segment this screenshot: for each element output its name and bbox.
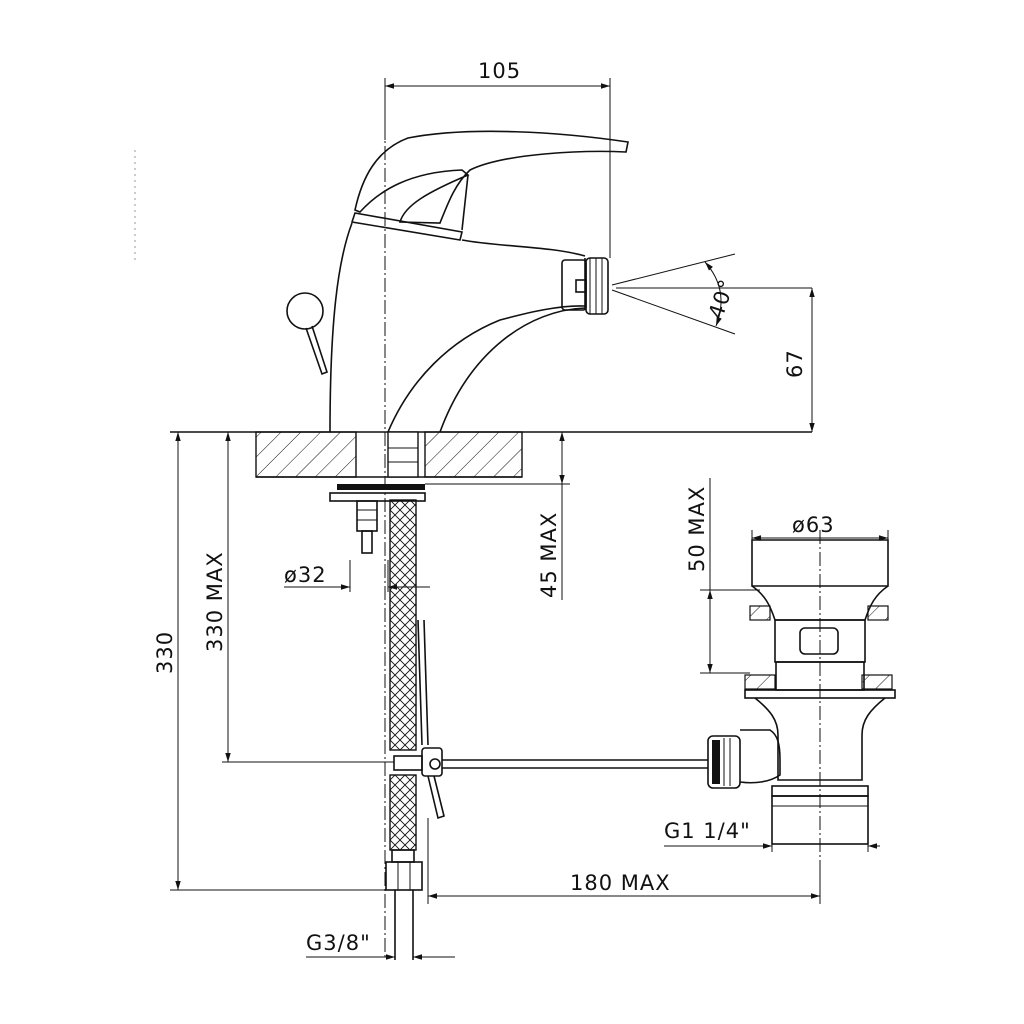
supply-thread-label: G3/8" — [306, 931, 371, 955]
angle-arc — [704, 261, 722, 327]
pipe-diameter-label: ø32 — [284, 563, 327, 587]
dim-total-height — [170, 432, 386, 891]
dim-drain-diameter — [751, 530, 889, 541]
top-width-label: 105 — [478, 59, 521, 83]
dim-drain-thread — [664, 843, 880, 852]
drain-diameter-label: ø63 — [792, 513, 835, 537]
dim-top-width — [384, 78, 611, 258]
horizontal-rod — [442, 759, 710, 769]
faucet-body — [286, 130, 812, 433]
mounting-hardware — [329, 484, 426, 554]
hose-max-label: 330 MAX — [203, 551, 227, 652]
rod-length-label: 180 MAX — [570, 871, 671, 895]
dim-pipe-diameter — [284, 560, 430, 592]
total-height-label: 330 — [153, 631, 177, 674]
spray-angle-label: 40° — [704, 276, 739, 322]
drain-height-label: 50 MAX — [685, 486, 709, 572]
spout-height-label: 67 — [783, 349, 807, 378]
countertop — [170, 431, 812, 478]
popup-rod — [393, 619, 445, 820]
dim-drain-height — [700, 478, 760, 674]
popup-waste — [707, 539, 896, 845]
supply-hose — [385, 431, 423, 960]
deck-thickness-label: 45 MAX — [537, 512, 561, 598]
dim-deck-thickness — [425, 432, 570, 600]
dim-hose-max — [222, 432, 394, 763]
drain-thread-label: G1 1/4" — [664, 819, 751, 843]
dim-rod-length — [427, 818, 821, 904]
